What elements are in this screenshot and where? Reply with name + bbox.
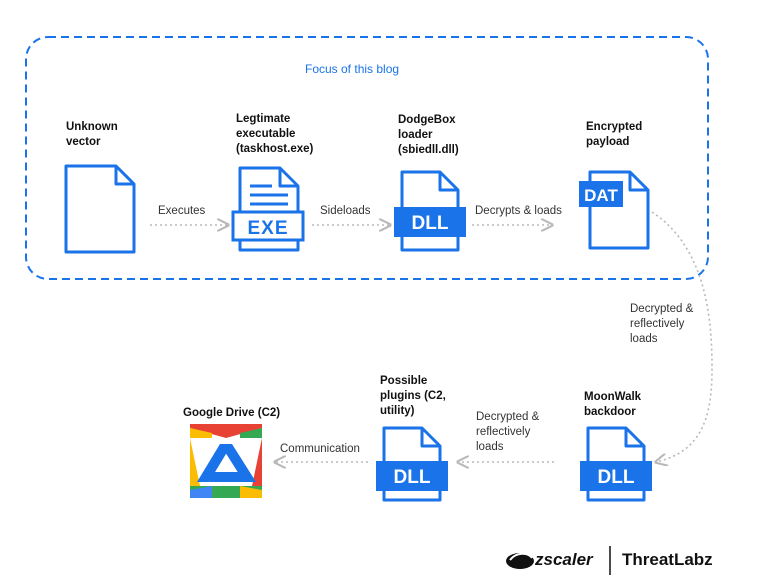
communication-label: Communication bbox=[280, 443, 360, 455]
executes-label: Executes bbox=[158, 205, 206, 217]
threatlabz-wordmark: ThreatLabz bbox=[622, 550, 713, 569]
reflective-load-curve-arrow bbox=[651, 211, 713, 462]
dll-tag: DLL bbox=[412, 213, 449, 234]
exe-file-icon bbox=[231, 166, 305, 252]
google-drive-logo bbox=[190, 424, 262, 498]
plugins-load-label: Decrypted & reflectively loads bbox=[476, 411, 540, 453]
plugins-label: Possible plugins (C2, utility) bbox=[380, 375, 446, 417]
sideloads-label: Sideloads bbox=[320, 205, 371, 217]
zscaler-logo bbox=[506, 552, 534, 569]
focus-label: Focus of this blog bbox=[305, 62, 400, 76]
dodgebox-label: DodgeBox loader (sbiedll.dll) bbox=[398, 114, 459, 156]
dat-tag: DAT bbox=[584, 186, 618, 205]
focus-region-box bbox=[25, 36, 709, 280]
dll-file-icon bbox=[394, 170, 466, 252]
dll-file-icon bbox=[376, 426, 448, 502]
blank-file-icon bbox=[64, 164, 136, 254]
exe-tag: EXE bbox=[247, 218, 288, 239]
zscaler-wordmark: zscaler bbox=[535, 550, 593, 569]
google-drive-label: Google Drive (C2) bbox=[183, 407, 281, 419]
dat-file-icon bbox=[579, 170, 650, 250]
decrypts-loads-label: Decrypts & loads bbox=[475, 205, 562, 217]
legit-exe-label: Legtimate executable (taskhost.exe) bbox=[236, 113, 314, 155]
unknown-vector-label: Unknown vector bbox=[66, 121, 118, 148]
reflective-load-label: Decrypted & reflectively loads bbox=[630, 303, 694, 345]
dll-tag: DLL bbox=[394, 467, 431, 488]
encrypted-payload-label: Encrypted payload bbox=[586, 121, 643, 148]
dll-file-icon bbox=[580, 426, 652, 502]
moonwalk-label: MoonWalk backdoor bbox=[584, 391, 642, 418]
dll-tag: DLL bbox=[598, 467, 635, 488]
